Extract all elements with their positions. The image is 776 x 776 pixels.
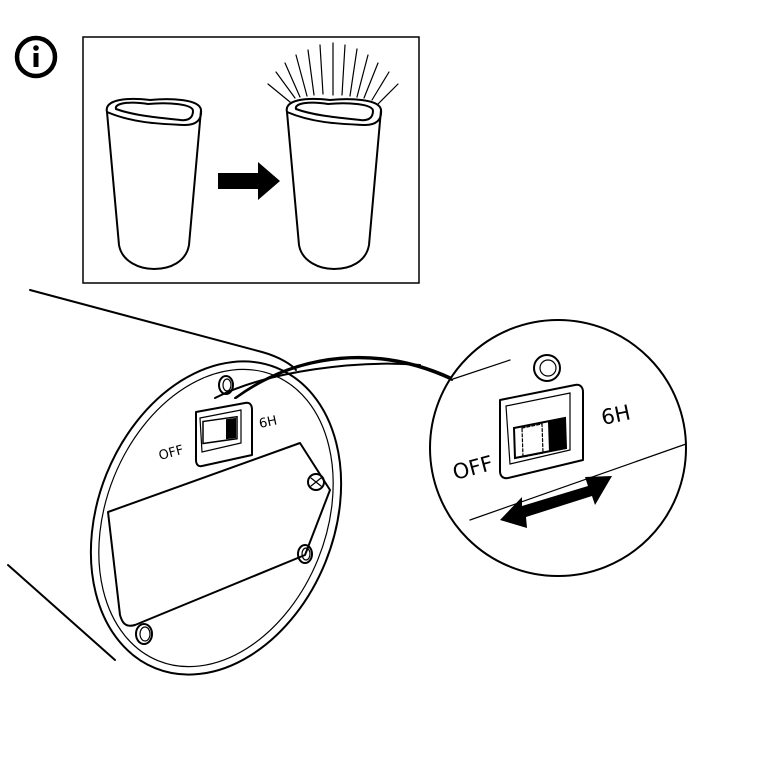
inset-panel — [82, 36, 420, 284]
timer-switch-zoomed[interactable]: OFF 6H — [450, 383, 633, 485]
arrow-right-icon — [218, 162, 280, 200]
zoom-connector — [234, 355, 453, 399]
screw-icon — [218, 375, 234, 395]
cup-glowing-icon — [267, 42, 399, 270]
off-label: OFF — [157, 443, 185, 464]
timer-switch[interactable]: OFF 6H — [157, 401, 279, 468]
screw-icon — [297, 544, 313, 564]
lamp-body: OFF 6H — [7, 289, 343, 676]
cross-screw-icon — [307, 473, 325, 491]
glow-rays — [267, 42, 399, 105]
screw-icon — [533, 354, 561, 382]
timer-label: 6H — [599, 400, 633, 430]
timer-label: 6H — [258, 413, 279, 431]
zoom-detail: OFF 6H — [235, 319, 687, 577]
info-icon — [14, 35, 58, 79]
screw-icon — [135, 623, 153, 645]
double-arrow-icon — [500, 476, 612, 528]
cup-icon — [105, 97, 203, 270]
